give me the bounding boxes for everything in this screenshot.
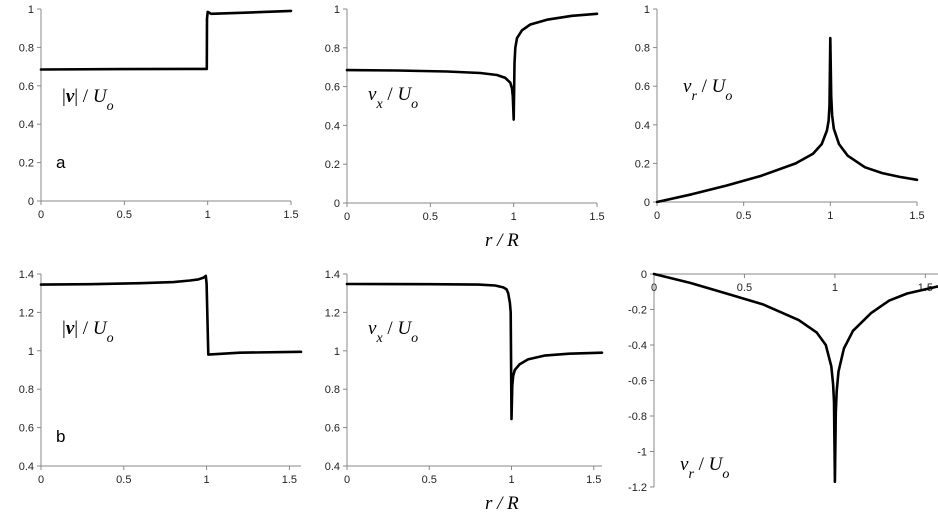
y-tick-label: -0.4	[628, 340, 647, 352]
y-tick-label: 1	[334, 346, 340, 358]
x-tick-label: 1.5	[282, 474, 297, 486]
x-tick-label: 1.5	[283, 209, 298, 221]
x-tick-label: 0.5	[423, 211, 438, 223]
y-tick-label: 0.6	[635, 81, 650, 93]
panel-b-2: 0.4 0.6 0.8 1 1.2 1.4 0 0.5 1 1.5 vx / Uo r / R	[325, 269, 604, 514]
y-tick-label: 1	[644, 4, 650, 16]
x-tick-label: 0.5	[422, 474, 437, 486]
series-line	[345, 12, 599, 121]
series-line	[652, 272, 938, 483]
x-tick-label: 1	[827, 210, 833, 222]
y-tick-label: -0.6	[628, 376, 647, 388]
panel-b-1: 0.4 0.6 0.8 1 1.2 1.4 0 0.5 1 1.5 |v| / Uo b	[19, 269, 303, 486]
x-tick-label: 1	[508, 474, 514, 486]
x-tick-label: 0	[38, 209, 44, 221]
y-tick-label: 1	[28, 4, 34, 16]
x-tick-label: 1.5	[589, 211, 604, 223]
series-label: vr / Uo	[683, 76, 732, 104]
y-tick-label: 0.4	[635, 120, 650, 132]
panel-a-2: 0 0.2 0.4 0.6 0.8 1 0 0.5 1 1.5 vx / Uo	[325, 4, 605, 223]
panel-letter: b	[56, 427, 65, 446]
y-tick-label: 0	[644, 197, 650, 209]
series-line	[655, 36, 919, 204]
y-tick-label: -1.2	[628, 482, 647, 494]
y-tick-label: -1	[637, 447, 647, 459]
x-tick-label: 1	[511, 211, 517, 223]
x-tick-label: 0	[344, 211, 350, 223]
x-tick-label: 1	[205, 209, 211, 221]
y-tick-label: 0.6	[325, 423, 340, 435]
top-row-x-axis-label: r / R	[485, 230, 519, 251]
y-tick-label: 0.8	[635, 43, 650, 55]
x-axis-label: r / R	[485, 493, 519, 514]
panel-a-1: 0 0.2 0.4 0.6 0.8 1 0 0.5 1 1.5 |v| / Uo a	[19, 4, 299, 221]
y-tick-label: 0.2	[325, 159, 340, 171]
y-tick-label: 0	[334, 198, 340, 210]
y-tick-label: 0	[641, 269, 647, 281]
y-tick-label: 0.8	[325, 384, 340, 396]
y-tick-label: 0.2	[19, 158, 34, 170]
series-line	[345, 282, 604, 421]
y-tick-label: 0.8	[19, 384, 34, 396]
series-label: vx / Uo	[368, 84, 418, 112]
series-label: vx / Uo	[368, 318, 418, 346]
series-label: vr / Uo	[680, 454, 729, 482]
x-tick-label: 1	[204, 474, 210, 486]
y-tick-label: 0.2	[635, 158, 650, 170]
y-tick-label: 1.2	[325, 307, 340, 319]
series-line	[39, 274, 303, 356]
y-tick-label: 1.2	[19, 307, 34, 319]
y-tick-label: 0.4	[325, 120, 340, 132]
y-tick-label: 0.6	[325, 82, 340, 94]
y-tick-label: -0.8	[628, 411, 647, 423]
x-tick-label: 1	[832, 282, 838, 294]
y-tick-label: 0.8	[19, 42, 34, 54]
y-tick-label: 0.4	[19, 119, 34, 131]
y-tick-label: 0.8	[325, 43, 340, 55]
y-tick-label: 0.6	[19, 423, 34, 435]
y-tick-label: -0.2	[628, 305, 647, 317]
x-tick-label: 1.5	[909, 210, 924, 222]
panel-a-3: 0 0.2 0.4 0.6 0.8 1 0 0.5 1 1.5 vr / Uo	[635, 4, 925, 222]
x-tick-label: 0.5	[116, 474, 131, 486]
series-label: |v| / Uo	[62, 318, 114, 346]
y-tick-label: 1	[334, 4, 340, 16]
series-label: |v| / Uo	[62, 86, 114, 114]
y-tick-label: 0	[28, 196, 34, 208]
x-tick-label: 0.5	[117, 209, 132, 221]
series-line	[39, 9, 293, 71]
x-tick-label: 1.5	[586, 474, 601, 486]
x-tick-label: 0	[38, 474, 44, 486]
x-tick-label: 0.5	[737, 282, 752, 294]
y-tick-label: 0.4	[325, 461, 340, 473]
x-tick-label: 0	[651, 282, 657, 294]
panel-letter: a	[56, 153, 66, 172]
y-tick-label: 0.6	[19, 81, 34, 93]
x-tick-label: 0	[344, 474, 350, 486]
y-tick-label: 0.4	[19, 461, 34, 473]
y-tick-label: 1.4	[325, 269, 340, 281]
y-tick-label: 1	[28, 346, 34, 358]
y-tick-label: 1.4	[19, 269, 34, 281]
x-tick-label: 0.5	[736, 210, 751, 222]
x-tick-label: 0	[654, 210, 660, 222]
